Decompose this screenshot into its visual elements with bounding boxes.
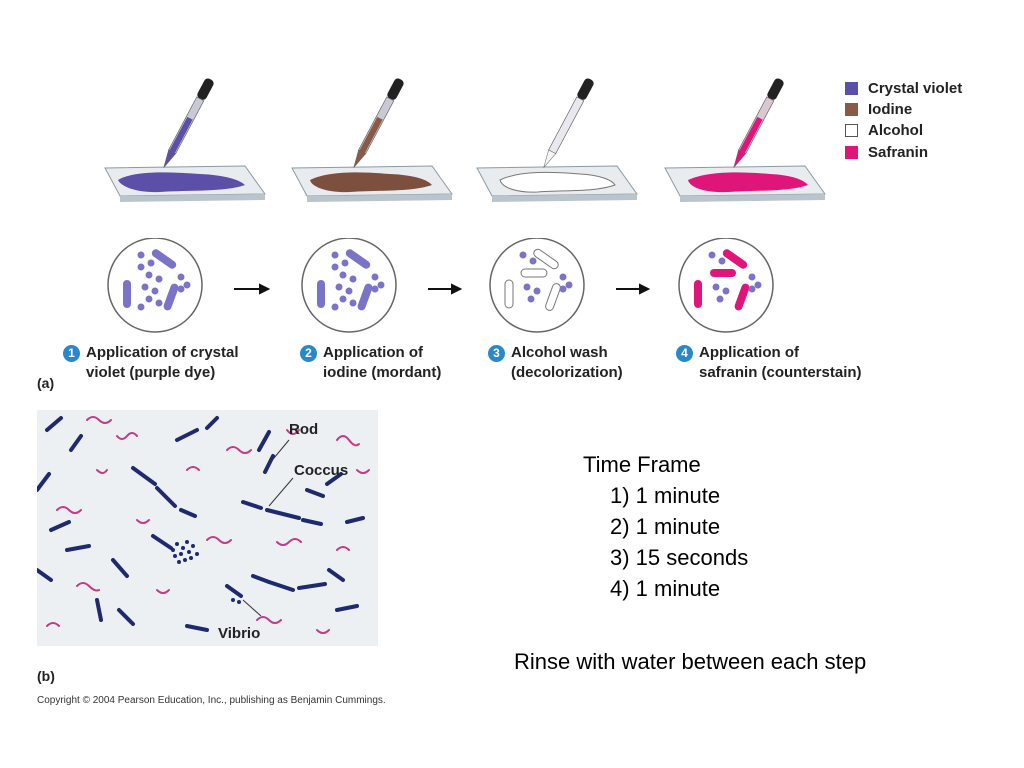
dropper-3: [543, 78, 594, 168]
alcohol-swatch: [845, 123, 858, 137]
rod-label: Rod: [289, 421, 319, 438]
step-caption-1: Application of crystal violet (purple dy…: [86, 343, 239, 383]
arrow-icon: [616, 283, 651, 295]
step-caption-line: (decolorization): [511, 364, 623, 381]
slides-row: [104, 78, 826, 202]
step-number-3: 3: [488, 345, 505, 362]
time-frame-item-1: 1) 1 minute: [610, 483, 721, 508]
crystal-violet-swatch: [845, 81, 858, 95]
legend-item-iodine: Iodine: [845, 99, 912, 119]
time-frame-item-2: 2) 1 minute: [610, 514, 721, 539]
cell-circles-row: [107, 238, 774, 333]
step-caption-4: Application of safranin (counterstain): [699, 343, 862, 383]
rinse-note: Rinse with water between each step: [514, 649, 867, 674]
step-caption-line: Application of: [323, 344, 423, 361]
cell-circle-3: [489, 238, 585, 333]
step-caption-line: iodine (mordant): [323, 364, 442, 381]
step-number-2: 2: [300, 345, 317, 362]
legend-label: Alcohol: [868, 121, 923, 139]
time-frame-item-3: 3) 15 seconds: [610, 545, 749, 570]
step-number-4: 4: [676, 345, 693, 362]
slide-alcohol: [476, 78, 638, 202]
step-caption-2: Application of iodine (mordant): [323, 343, 441, 383]
step-caption-line: Application of: [699, 344, 799, 361]
slide-crystal-violet: [104, 78, 266, 202]
safranin-swatch: [845, 145, 858, 159]
step-number-1: 1: [63, 345, 80, 362]
legend-label: Safranin: [868, 143, 929, 161]
legend-label: Iodine: [868, 100, 913, 118]
legend-label: Crystal violet: [868, 79, 963, 97]
arrow-icon: [428, 283, 463, 295]
panel-b-label: (b): [37, 668, 55, 684]
cell-circle-1: [107, 238, 203, 333]
slide-safranin: [664, 78, 826, 202]
micrograph-image: [37, 410, 378, 646]
step-caption-line: Application of crystal: [86, 344, 239, 361]
slide-iodine: [291, 78, 453, 202]
cell-circle-4: [678, 238, 774, 333]
dropper-1: [163, 78, 214, 168]
iodine-swatch: [845, 102, 858, 116]
step-caption-line: violet (purple dye): [86, 364, 216, 381]
step-caption-line: safranin (counterstain): [699, 364, 862, 381]
copyright-text: Copyright © 2004 Pearson Education, Inc.…: [37, 695, 386, 706]
time-frame-item-4: 4) 1 minute: [610, 576, 721, 601]
step-caption-line: Alcohol wash: [511, 344, 608, 361]
dropper-4: [733, 78, 784, 168]
vibrio-label: Vibrio: [218, 625, 261, 642]
legend-item-alcohol: Alcohol: [845, 120, 923, 140]
dropper-2: [353, 78, 404, 168]
coccus-label: Coccus: [294, 462, 349, 479]
panel-a-label: (a): [37, 375, 55, 391]
step-caption-3: Alcohol wash (decolorization): [511, 343, 623, 383]
legend-item-safranin: Safranin: [845, 142, 928, 162]
time-frame-title: Time Frame: [583, 452, 701, 477]
cell-circle-2: [301, 238, 397, 333]
arrow-icon: [234, 283, 271, 295]
legend-item-crystal-violet: Crystal violet: [845, 78, 962, 98]
